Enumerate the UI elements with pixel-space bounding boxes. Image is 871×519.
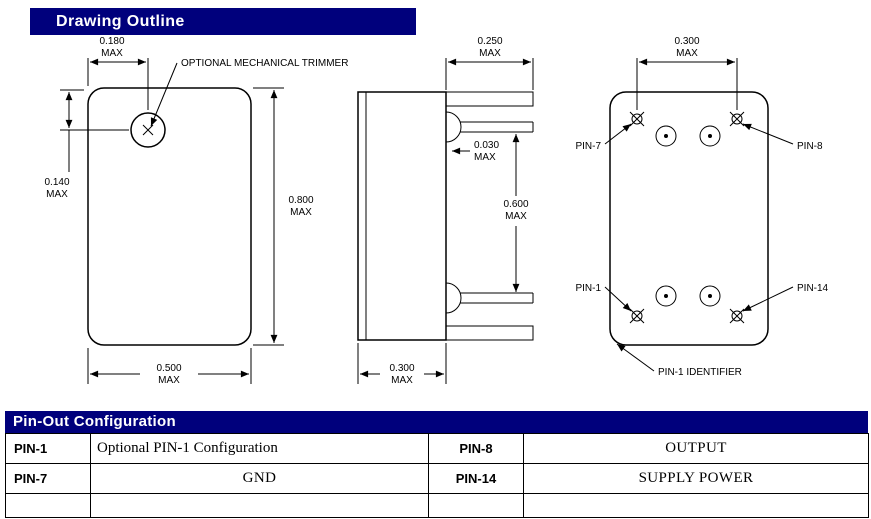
trimmer-cross-mark <box>142 124 154 136</box>
dim-value: 0.250 <box>477 36 502 47</box>
empty-cell <box>90 493 429 518</box>
pin-1-callout: PIN-1 <box>575 283 632 312</box>
dim-unit: MAX <box>391 375 413 386</box>
standoff-hole <box>655 125 677 147</box>
pinout-table-row: PIN-7 GND PIN-14 SUPPLY POWER <box>5 463 869 494</box>
front-view-body <box>87 87 252 346</box>
pin-cell: PIN-7 <box>5 463 91 494</box>
dim-front-trimmer-offset: 0.180 MAX <box>87 36 149 110</box>
pin-cell: PIN-14 <box>428 463 524 494</box>
pin-1-label: PIN-1 <box>575 283 601 294</box>
pin-8-label: PIN-8 <box>797 141 823 152</box>
dim-unit: MAX <box>505 211 527 222</box>
mechanical-drawing: OPTIONAL MECHANICAL TRIMMER 0.180 MAX 0.… <box>44 36 828 386</box>
side-bottom-pin <box>460 292 534 304</box>
empty-cell <box>523 493 869 518</box>
pinout-configuration-title: Pin-Out Configuration <box>13 413 176 430</box>
front-view: OPTIONAL MECHANICAL TRIMMER 0.180 MAX 0.… <box>44 36 348 386</box>
trimmer-callout: OPTIONAL MECHANICAL TRIMMER <box>150 58 348 127</box>
dim-value: 0.300 <box>389 363 414 374</box>
dim-bottom-pin-spacing: 0.300 MAX <box>636 36 738 110</box>
dim-side-pin-diameter: 0.030 MAX <box>452 140 499 163</box>
dim-unit: MAX <box>676 48 698 59</box>
dim-unit: MAX <box>101 48 123 59</box>
desc-cell: Optional PIN-1 Configuration <box>90 433 429 464</box>
side-view: 0.250 MAX 0.030 MAX 0.600 MAX 0.300 MAX <box>357 36 534 386</box>
desc-cell: SUPPLY POWER <box>523 463 869 494</box>
dim-side-pin-length: 0.250 MAX <box>445 36 534 90</box>
dim-front-width: 0.500 MAX <box>87 348 252 386</box>
pin-8-callout: PIN-8 <box>742 123 823 152</box>
side-bottom-flange <box>446 325 534 341</box>
pin-7-callout: PIN-7 <box>575 123 632 152</box>
dim-unit: MAX <box>290 207 312 218</box>
pin-1-identifier-label: PIN-1 IDENTIFIER <box>658 367 742 378</box>
dim-value: 0.030 <box>474 140 499 151</box>
standoff-hole <box>699 285 721 307</box>
dim-unit: MAX <box>474 152 496 163</box>
side-top-flange <box>446 91 534 107</box>
dim-value: 0.500 <box>156 363 181 374</box>
dim-unit: MAX <box>46 189 68 200</box>
pin-14-label: PIN-14 <box>797 283 829 294</box>
dim-value: 0.600 <box>503 199 528 210</box>
pin-cell: PIN-1 <box>5 433 91 464</box>
pinout-table-empty-row <box>5 493 869 518</box>
dim-value: 0.140 <box>44 177 69 188</box>
side-top-pin <box>460 121 534 133</box>
side-view-body <box>357 91 447 341</box>
trimmer-label: OPTIONAL MECHANICAL TRIMMER <box>181 58 348 69</box>
dim-value: 0.180 <box>99 36 124 47</box>
pin-7-label: PIN-7 <box>575 141 601 152</box>
side-bottom-pin-seal <box>445 282 462 314</box>
standoff-hole <box>699 125 721 147</box>
pin-1-identifier-callout: PIN-1 IDENTIFIER <box>616 343 742 378</box>
pin-cell: PIN-8 <box>428 433 524 464</box>
pin-14-callout: PIN-14 <box>742 283 829 312</box>
dim-side-pin-spacing: 0.600 MAX <box>503 134 529 292</box>
drawing-outline-header: Drawing Outline <box>30 8 416 35</box>
dim-unit: MAX <box>479 48 501 59</box>
pin-8-pad <box>729 111 745 127</box>
dim-front-trimmer-vertical: 0.140 MAX <box>44 89 129 200</box>
dim-front-height: 0.800 MAX <box>253 87 314 346</box>
pin-14-pad <box>729 308 745 324</box>
dim-value: 0.300 <box>674 36 699 47</box>
side-top-pin-seal <box>445 111 462 143</box>
dim-unit: MAX <box>158 375 180 386</box>
desc-cell: GND <box>90 463 429 494</box>
bottom-view: 0.300 MAX PIN-7 PIN-8 PIN-1 PIN-14 PIN-1… <box>575 36 828 378</box>
desc-cell: OUTPUT <box>523 433 869 464</box>
pinout-table-row: PIN-1 Optional PIN-1 Configuration PIN-8… <box>5 433 869 464</box>
pin-7-pad <box>629 111 645 127</box>
dim-side-width: 0.300 MAX <box>357 343 447 386</box>
pinout-configuration-header: Pin-Out Configuration <box>5 411 868 433</box>
bottom-view-body <box>609 91 769 346</box>
drawing-outline-title: Drawing Outline <box>56 13 185 30</box>
empty-cell <box>5 493 91 518</box>
pin-1-pad <box>629 308 645 324</box>
dim-value: 0.800 <box>288 195 313 206</box>
empty-cell <box>428 493 524 518</box>
pinout-table: PIN-1 Optional PIN-1 Configuration PIN-8… <box>5 433 869 518</box>
standoff-hole <box>655 285 677 307</box>
